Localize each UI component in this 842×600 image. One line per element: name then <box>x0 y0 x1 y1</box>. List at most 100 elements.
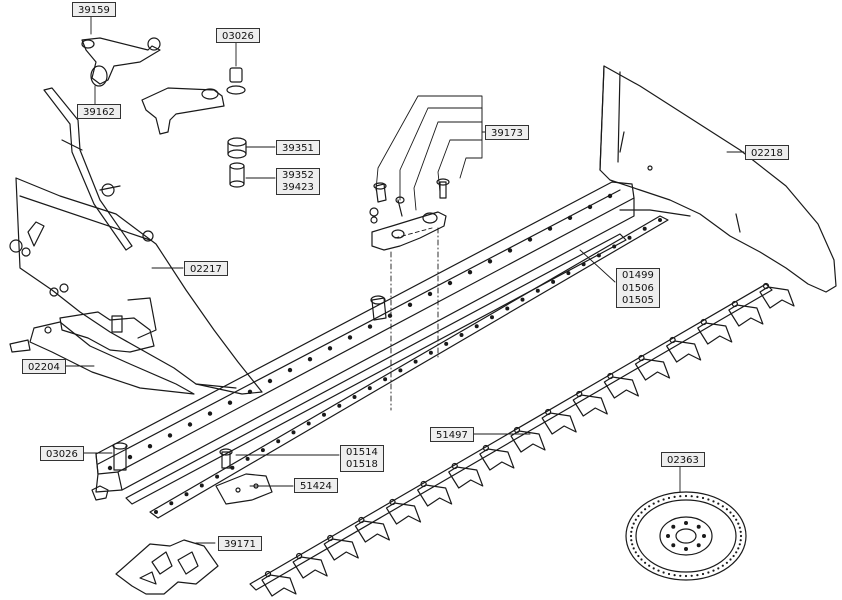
knife-hole <box>490 315 495 320</box>
label-39171: 39171 <box>218 536 262 551</box>
disc-lining-dot <box>662 498 665 501</box>
bar-hole <box>147 444 153 449</box>
bar-hole <box>567 215 573 220</box>
knife-hole <box>612 244 617 249</box>
guard-tooth <box>572 394 608 417</box>
knife-hole <box>383 377 388 382</box>
guard-bar-strip <box>249 283 773 591</box>
guard-tooth <box>261 574 297 597</box>
knife-hole <box>215 474 220 479</box>
disc-lining-dot <box>630 539 633 542</box>
knife-hole <box>199 483 204 488</box>
bar-hole <box>547 226 553 231</box>
bell-crank-39159 <box>81 37 161 87</box>
disc-lining-dot <box>729 511 732 514</box>
label-01499-01506-01505: 01499 01506 01505 <box>616 268 660 308</box>
hub-hole <box>666 534 670 538</box>
disc-lining-dot <box>637 554 640 558</box>
disc-lining-dot <box>696 495 699 498</box>
disc-lining-dot <box>679 574 682 577</box>
guard-tooth <box>448 466 484 489</box>
disc-lining-dot <box>732 554 735 558</box>
hub-hole <box>696 543 701 548</box>
label-01499: 01499 <box>622 270 654 281</box>
label-02217: 02217 <box>184 261 228 276</box>
knife-hole <box>551 279 556 284</box>
hub-hole <box>696 524 701 529</box>
disc-lining-dot <box>737 547 740 550</box>
label-02218: 02218 <box>745 145 789 160</box>
bar-hole <box>347 335 353 340</box>
disc-lining-dot <box>739 530 742 533</box>
label-51424: 51424 <box>294 478 338 493</box>
guard-rivet <box>389 498 396 506</box>
guard-rivet <box>420 480 427 488</box>
disc-lining-dot <box>652 567 655 570</box>
guard-rivet <box>358 516 365 524</box>
knife-hole <box>413 359 418 364</box>
disc-lining-dot <box>707 498 710 501</box>
bolt-03026 <box>91 442 233 501</box>
bar-hole <box>247 389 253 394</box>
disc-lining-dot <box>662 571 665 574</box>
disc-lining-dot <box>701 496 705 500</box>
knife-hole <box>657 218 662 223</box>
bar-hole <box>127 454 133 460</box>
bar-hole <box>227 400 233 405</box>
bar-hole <box>587 204 593 210</box>
bar-hole <box>367 324 373 329</box>
knife-hole <box>322 412 327 417</box>
label-01514-01518: 01514 01518 <box>340 445 384 472</box>
guard-rivet <box>607 372 614 380</box>
disc-lining-dot <box>631 526 634 529</box>
disc-lining-dot <box>629 534 633 538</box>
label-39423: 39423 <box>282 182 314 193</box>
skid-02204 <box>9 321 195 395</box>
label-01506: 01506 <box>622 282 654 294</box>
bar-hole <box>507 248 513 253</box>
disc-lining-dot <box>735 551 738 554</box>
knife-back <box>125 215 669 519</box>
label-02204: 02204 <box>22 359 66 374</box>
bar-hole <box>187 422 193 427</box>
label-02363: 02363 <box>661 452 705 467</box>
bar-hole <box>447 280 453 286</box>
knife-hole <box>337 403 342 408</box>
disc-lining-dot <box>637 514 640 518</box>
outer-shoe-02218 <box>599 65 837 293</box>
bar-hole <box>487 259 493 264</box>
disc-lining-dot <box>717 567 720 570</box>
knife-hole <box>276 439 281 444</box>
bar-hole <box>467 270 473 275</box>
bar-hole <box>207 411 213 416</box>
guard-tooth <box>292 556 328 579</box>
disc-lining-dot <box>630 530 633 533</box>
disc-lining-dot <box>684 494 688 498</box>
knife-hole <box>505 306 510 311</box>
label-39162: 39162 <box>77 104 121 119</box>
disc-lining-dot <box>717 502 720 505</box>
knife-back-holes <box>154 218 662 515</box>
control-rod <box>43 87 154 251</box>
knife-hole <box>535 288 540 293</box>
bar-hole <box>527 237 533 242</box>
leader-lines <box>61 16 745 544</box>
disc-lining-dot <box>673 574 676 577</box>
disc-lining-dot <box>673 495 676 498</box>
disc-lining-dot <box>690 495 693 498</box>
guard-rivet <box>638 354 645 362</box>
guard-rivet <box>451 462 458 470</box>
disc-lining-dot <box>657 500 660 503</box>
bar-hole <box>607 193 613 199</box>
section-51424 <box>215 473 273 505</box>
disc-lining-dot <box>657 569 660 572</box>
hub-hole <box>671 543 676 548</box>
knife-hole <box>367 386 372 391</box>
guard-tooth <box>417 484 453 507</box>
disc-lining-dot <box>634 551 637 554</box>
guard-rivet <box>296 552 303 560</box>
bushing-39351 <box>227 137 247 188</box>
knife-hole <box>642 226 647 231</box>
disc-lining-dot <box>679 495 682 498</box>
